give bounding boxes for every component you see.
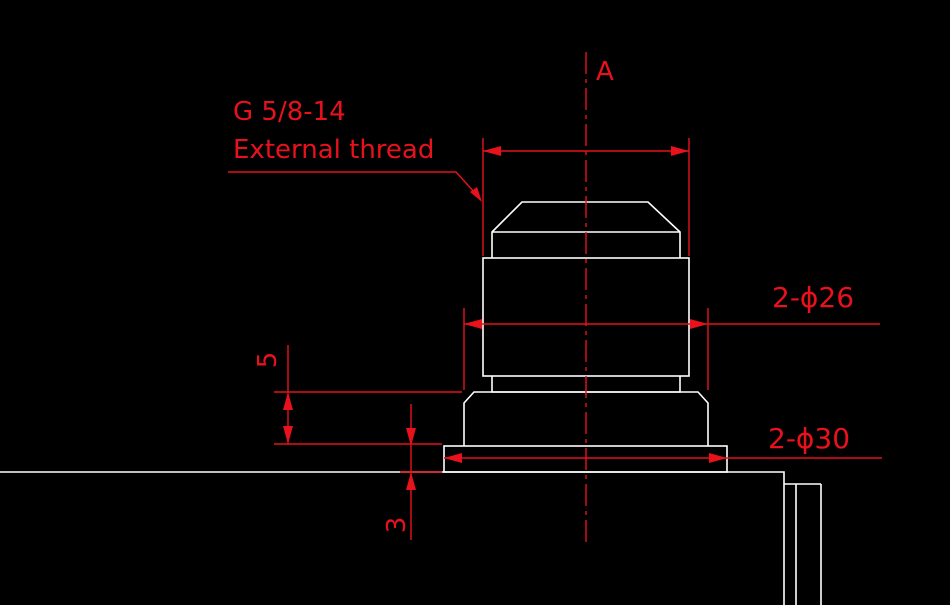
h3-label: 3 (382, 517, 412, 534)
diameter-30-dimension: 2-ϕ30 (444, 422, 882, 463)
d26-arrow-right (690, 319, 708, 329)
thread-diameter-dimension (482, 138, 690, 256)
thread-leader-line (228, 171, 477, 195)
part-geometry (0, 201, 822, 605)
d26-arrow-left (464, 319, 482, 329)
h3-arrow-top (406, 428, 416, 446)
d30-label: 2-ϕ30 (768, 422, 850, 455)
thread-callout-description: External thread (233, 135, 434, 165)
diameter-26-dimension: 2-ϕ26 (463, 281, 880, 390)
h5-arrow-bottom (283, 426, 293, 444)
thread-callout-spec: G 5/8-14 (233, 97, 346, 127)
h5-arrow-top (283, 392, 293, 410)
d26-label: 2-ϕ26 (772, 281, 854, 314)
height-5-dimension: 5 (253, 345, 462, 445)
height-3-dimension: 3 (382, 404, 442, 540)
h5-label: 5 (253, 352, 283, 369)
d30-arrow-left (444, 453, 462, 463)
d30-arrow-right (709, 453, 727, 463)
thread-callout: G 5/8-14 External thread (228, 97, 482, 202)
center-line-group: A (585, 52, 614, 545)
thread-chamfer-outline (491, 201, 681, 258)
thread-dim-arrow-right (671, 146, 689, 156)
section-label-a: A (596, 57, 614, 87)
mounting-surface-outline (0, 471, 785, 605)
thread-leader-arrowhead (470, 187, 482, 202)
thread-dim-arrow-left (483, 146, 501, 156)
h3-arrow-bottom (406, 472, 416, 490)
